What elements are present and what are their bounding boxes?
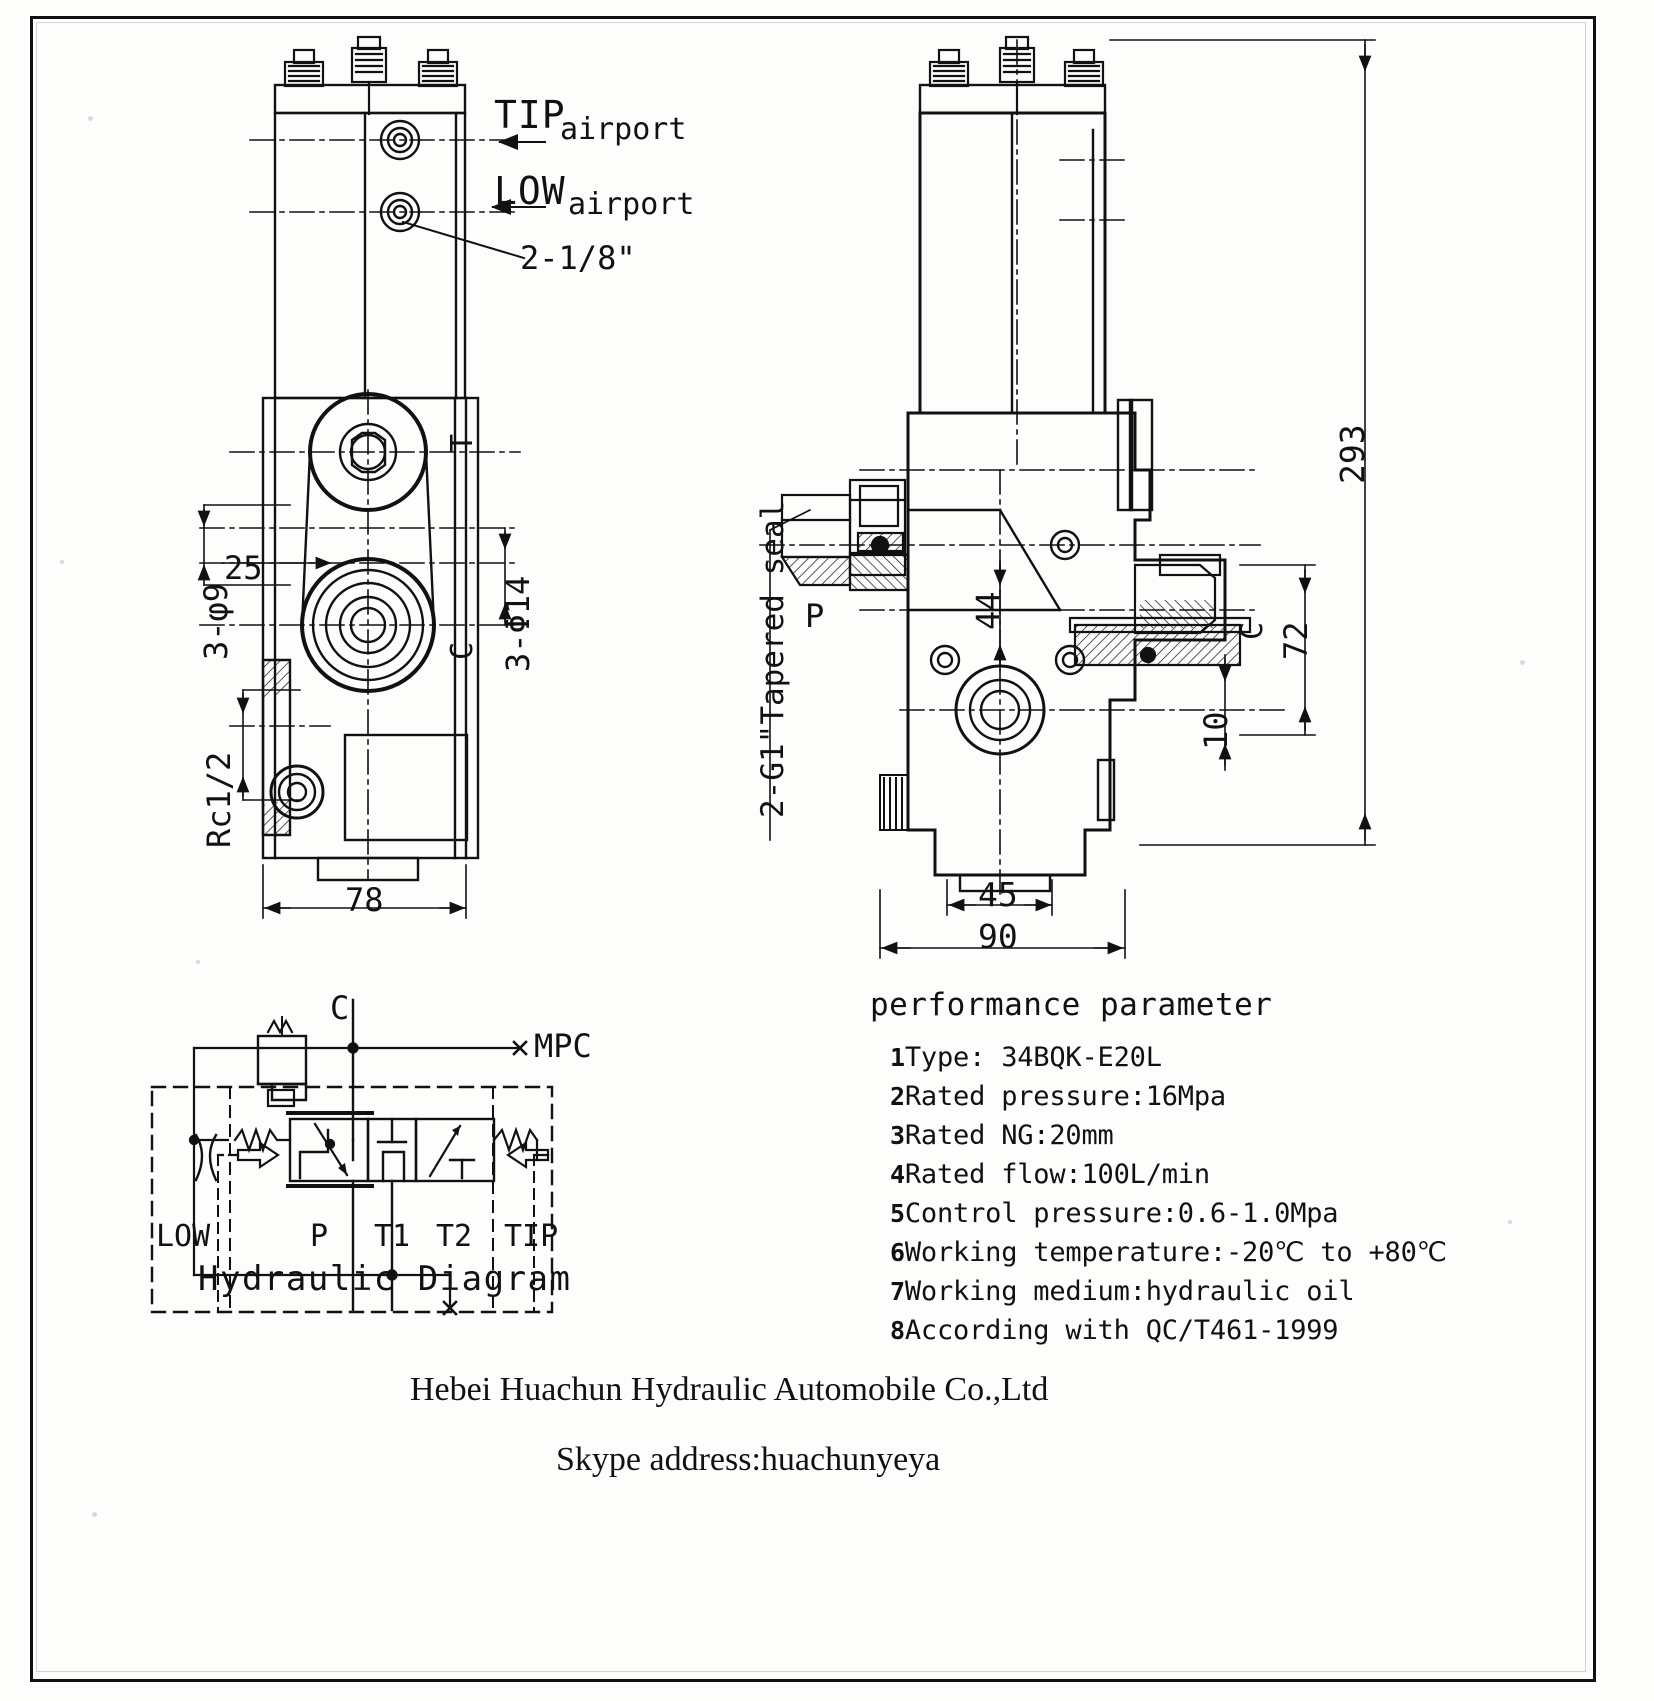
dim-10: 10	[1197, 711, 1235, 750]
performance-item-number: 1	[890, 1043, 905, 1072]
dim-44: 44	[969, 591, 1007, 630]
hyd-port-tip: TIP	[504, 1219, 559, 1254]
performance-item-text: Working temperature:-20℃ to +80℃	[904, 1237, 1447, 1268]
dim-78: 78	[345, 881, 384, 919]
hydraulic-diagram-caption: Hydraulic Diagram	[198, 1259, 572, 1299]
performance-item-text: According with QC/T461-1999	[904, 1315, 1339, 1346]
scan-speck	[1520, 660, 1525, 665]
low-airport-sublabel: airport	[568, 187, 695, 222]
performance-item: 3Rated NG:20mm	[890, 1122, 1114, 1149]
performance-item-number: 7	[890, 1277, 905, 1306]
hyd-port-c: C	[330, 989, 350, 1027]
drawing-border	[30, 16, 1596, 1682]
performance-item: 2Rated pressure:16Mpa	[890, 1083, 1226, 1110]
dim-25: 25	[224, 549, 263, 587]
performance-item-text: Rated flow:100L/min	[904, 1159, 1210, 1190]
performance-item-text: Rated pressure:16Mpa	[904, 1081, 1226, 1112]
performance-item-number: 4	[890, 1160, 905, 1189]
performance-item-text: Rated NG:20mm	[904, 1120, 1114, 1151]
performance-item: 5Control pressure:0.6-1.0Mpa	[890, 1198, 1339, 1229]
performance-item-number: 3	[890, 1121, 905, 1150]
scan-speck	[88, 116, 93, 121]
dim-45: 45	[978, 875, 1018, 914]
hyd-port-t2: T2	[436, 1219, 473, 1254]
dim-90: 90	[978, 917, 1018, 956]
port-label-c-right-view: C	[1235, 621, 1270, 640]
tip-airport-sublabel: airport	[560, 112, 687, 147]
low-airport-label: LOW	[494, 169, 566, 213]
hyd-port-mpc: MPC	[534, 1027, 592, 1065]
footer-skype: Skype address:huachunyeya	[556, 1441, 941, 1478]
hyd-port-p: P	[310, 1219, 329, 1254]
performance-heading: performance parameter	[870, 987, 1273, 1023]
performance-item: 4Rated flow:100L/min	[890, 1161, 1210, 1188]
port-label-c-left-view: C	[445, 641, 480, 660]
dim-3-phi9: 3-φ9	[197, 582, 235, 660]
dim-293: 293	[1333, 424, 1372, 484]
dim-3-phi14: 3-Φ14	[499, 575, 537, 672]
footer-company: Hebei Huachun Hydraulic Automobile Co.,L…	[410, 1371, 1049, 1408]
dim-72: 72	[1277, 621, 1315, 660]
hyd-port-t1: T1	[374, 1219, 411, 1254]
performance-item-number: 2	[890, 1082, 905, 1111]
performance-item: 8According with QC/T461-1999	[890, 1315, 1339, 1346]
performance-item-number: 6	[890, 1238, 905, 1267]
hyd-port-low: LOW	[156, 1219, 211, 1254]
tip-airport-label: TIP	[494, 93, 566, 137]
scan-speck	[60, 560, 64, 564]
port-label-p-right-view: P	[805, 597, 825, 635]
scan-speck	[1508, 1220, 1512, 1224]
performance-item-text: Control pressure:0.6-1.0Mpa	[904, 1198, 1339, 1229]
performance-item: 1Type: 34BQK-E20L	[890, 1044, 1162, 1071]
performance-item-number: 8	[890, 1316, 905, 1345]
drawing-border-inner	[36, 22, 1586, 1672]
tapered-seal-label: 2-G1"Tapered seal	[755, 500, 791, 818]
dim-rc1-2: Rc1/2	[200, 751, 238, 848]
port-label-t-left-view: T	[445, 433, 480, 452]
scan-speck	[92, 1512, 97, 1517]
performance-item-text: Working medium:hydraulic oil	[904, 1276, 1355, 1307]
thread-note-2-1-8: 2-1/8"	[520, 239, 636, 277]
performance-item-number: 5	[890, 1199, 905, 1228]
scan-speck	[196, 960, 200, 964]
performance-item: 7Working medium:hydraulic oil	[890, 1276, 1355, 1307]
performance-item-text: Type: 34BQK-E20L	[904, 1042, 1162, 1073]
performance-item: 6Working temperature:-20℃ to +80℃	[890, 1239, 1447, 1266]
